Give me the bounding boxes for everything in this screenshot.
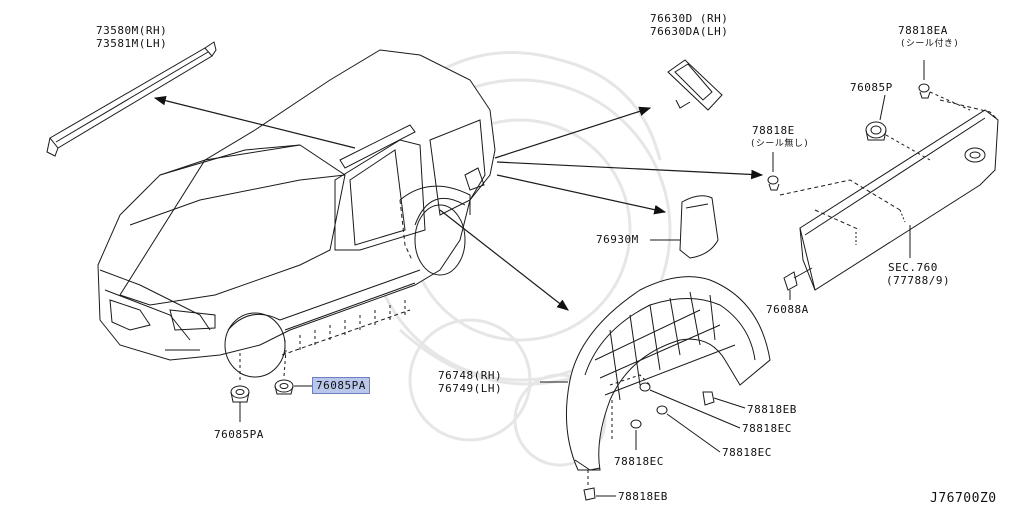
label-sec-760: SEC.760 xyxy=(888,261,938,274)
grommet-76085pa xyxy=(230,349,312,422)
grommet-76085p xyxy=(865,94,931,161)
label-bolt-76088a: 76088A xyxy=(766,303,809,316)
cover-76630d-part xyxy=(667,59,723,111)
label-clip-78818ec-1: 78818EC xyxy=(742,422,792,435)
fender-protector-part xyxy=(540,276,771,471)
label-grommet-76085pa: 76085PA xyxy=(214,428,264,441)
label-roof-molding-rh: 73580M(RH) xyxy=(96,24,168,37)
bolt-76088a xyxy=(783,267,813,300)
clip-78818ec-1 xyxy=(639,382,741,429)
label-clip-78818eb-upper: 78818EB xyxy=(747,403,797,416)
label-clip-78818e-note: (シール無し) xyxy=(750,139,810,149)
clip-78818ec-3 xyxy=(630,419,642,450)
label-fender-rh: 76748(RH) xyxy=(438,369,503,382)
label-clip-78818ea-note: (シール付き) xyxy=(900,39,960,49)
label-clip-78818ea: 78818EA xyxy=(898,24,948,37)
clip-78818e xyxy=(767,152,780,191)
roof-molding-part xyxy=(46,41,217,157)
label-clip-78818eb-lower: 78818EB xyxy=(618,490,668,503)
clip-78818eb-lower xyxy=(583,470,616,501)
vehicle-body xyxy=(97,49,496,378)
label-cover-rh: 76630D (RH) xyxy=(650,12,729,25)
clip-78818eb-upper xyxy=(702,391,746,409)
clip-78818ea xyxy=(918,60,971,111)
label-cover-lh: 76630DA(LH) xyxy=(650,25,729,38)
label-fender-lh: 76749(LH) xyxy=(438,382,503,395)
label-grommet-76085p: 76085P xyxy=(850,81,893,94)
diagram-code: J76700Z0 xyxy=(930,491,997,506)
rear-garnish-part xyxy=(779,99,999,291)
label-clip-78818ec-3: 78818EC xyxy=(614,455,664,468)
label-roof-molding-lh: 73581M(LH) xyxy=(96,37,168,50)
label-clip-78818ec-2: 78818EC xyxy=(722,446,772,459)
label-grommet-76085pa-highlighted[interactable]: 76085PA xyxy=(312,377,370,394)
leader-arrows xyxy=(153,95,764,311)
label-fuel-lid: 76930M xyxy=(596,233,639,246)
label-clip-78818e: 78818E xyxy=(752,124,795,137)
fuel-lid-part xyxy=(650,195,719,259)
clip-78818ec-2 xyxy=(656,405,721,453)
label-sec-ref: (77788/9) xyxy=(886,274,951,287)
